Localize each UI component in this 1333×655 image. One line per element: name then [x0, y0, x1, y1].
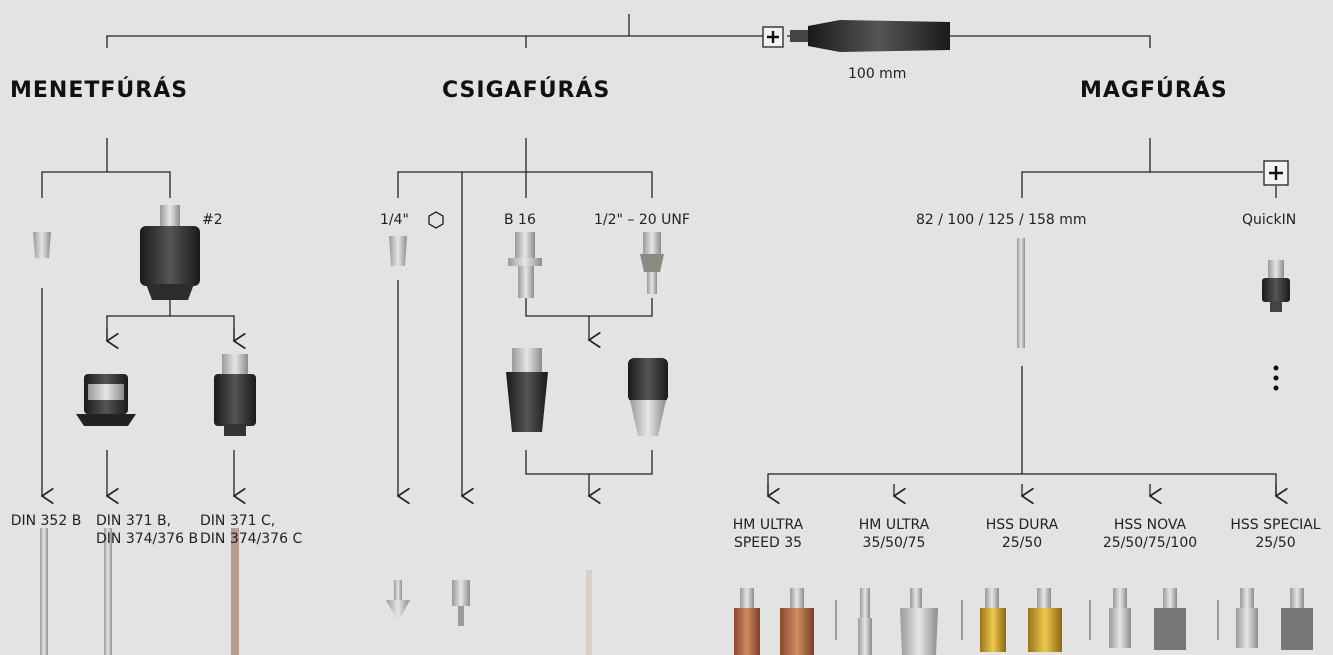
- cutter-group-hss-dura: [980, 588, 1062, 652]
- extension-bar-image: [790, 20, 950, 52]
- output-label-din371b: DIN 371 B, DIN 374/376 B: [96, 513, 199, 547]
- input-label-b16: B 16: [504, 212, 536, 228]
- cutter-separators: [835, 600, 1219, 640]
- connector-lines: [42, 14, 1276, 496]
- cutter-label-hss-special: HSS SPECIAL 25/50: [1230, 517, 1321, 551]
- header-magfuras: MAGFÚRÁS: [1080, 78, 1228, 103]
- twist-drill-image: [586, 570, 592, 655]
- pilot-pin-image: [1017, 238, 1025, 348]
- unf-arbor-image: [640, 232, 664, 294]
- input-label-quarter-inch: 1/4": [380, 212, 409, 228]
- cutter-label-hss-dura: HSS DURA 25/50: [985, 517, 1059, 551]
- tap-din371c-image: [231, 528, 239, 655]
- plus-icon: [762, 26, 784, 48]
- chuck-size-label: #2: [202, 212, 223, 228]
- tap-din352-image: [40, 528, 48, 655]
- countersink-image: [386, 580, 410, 622]
- tap-chuck-image: [140, 205, 200, 300]
- input-label-unf: 1/2" – 20 UNF: [594, 212, 690, 228]
- cutter-group-hss-nova: [1109, 588, 1186, 650]
- shank-length-label: 82 / 100 / 125 / 158 mm: [916, 212, 1087, 228]
- cutter-label-hm-ultra: HM ULTRA 35/50/75: [858, 517, 930, 551]
- hexagon-icon: [428, 211, 444, 229]
- collet-c-image: [214, 354, 256, 436]
- header-csigafuras: CSIGAFÚRÁS: [442, 78, 611, 103]
- cutter-label-hss-nova: HSS NOVA 25/50/75/100: [1102, 517, 1198, 551]
- output-label-din371c: DIN 371 C, DIN 374/376 C: [200, 513, 303, 547]
- collet-b-image: [76, 374, 136, 426]
- hex-drill-image: [452, 580, 470, 626]
- b16-arbor-image: [508, 232, 542, 298]
- cutter-group-hm-ultra-speed: [734, 588, 814, 655]
- output-label-din352b: DIN 352 B: [10, 513, 82, 529]
- header-menetfuras: MENETFÚRÁS: [10, 78, 189, 103]
- plus-icon: [1263, 160, 1289, 186]
- more-vertical-icon: [1273, 365, 1279, 391]
- hex-adapter-image: [389, 236, 407, 266]
- tap-din371b-image: [104, 528, 112, 655]
- quickin-adapter-image: [1262, 260, 1290, 312]
- cutter-group-hm-ultra: [858, 588, 938, 655]
- keyed-chuck-image: [628, 358, 668, 436]
- cutter-group-hss-special: [1236, 588, 1313, 650]
- tap-adapter-small-image: [33, 232, 51, 258]
- quickin-label: QuickIN: [1242, 212, 1297, 228]
- cutter-label-hm-ultra-speed: HM ULTRA SPEED 35: [732, 517, 804, 551]
- extension-length-label: 100 mm: [848, 66, 907, 82]
- keyless-chuck-image: [506, 348, 548, 432]
